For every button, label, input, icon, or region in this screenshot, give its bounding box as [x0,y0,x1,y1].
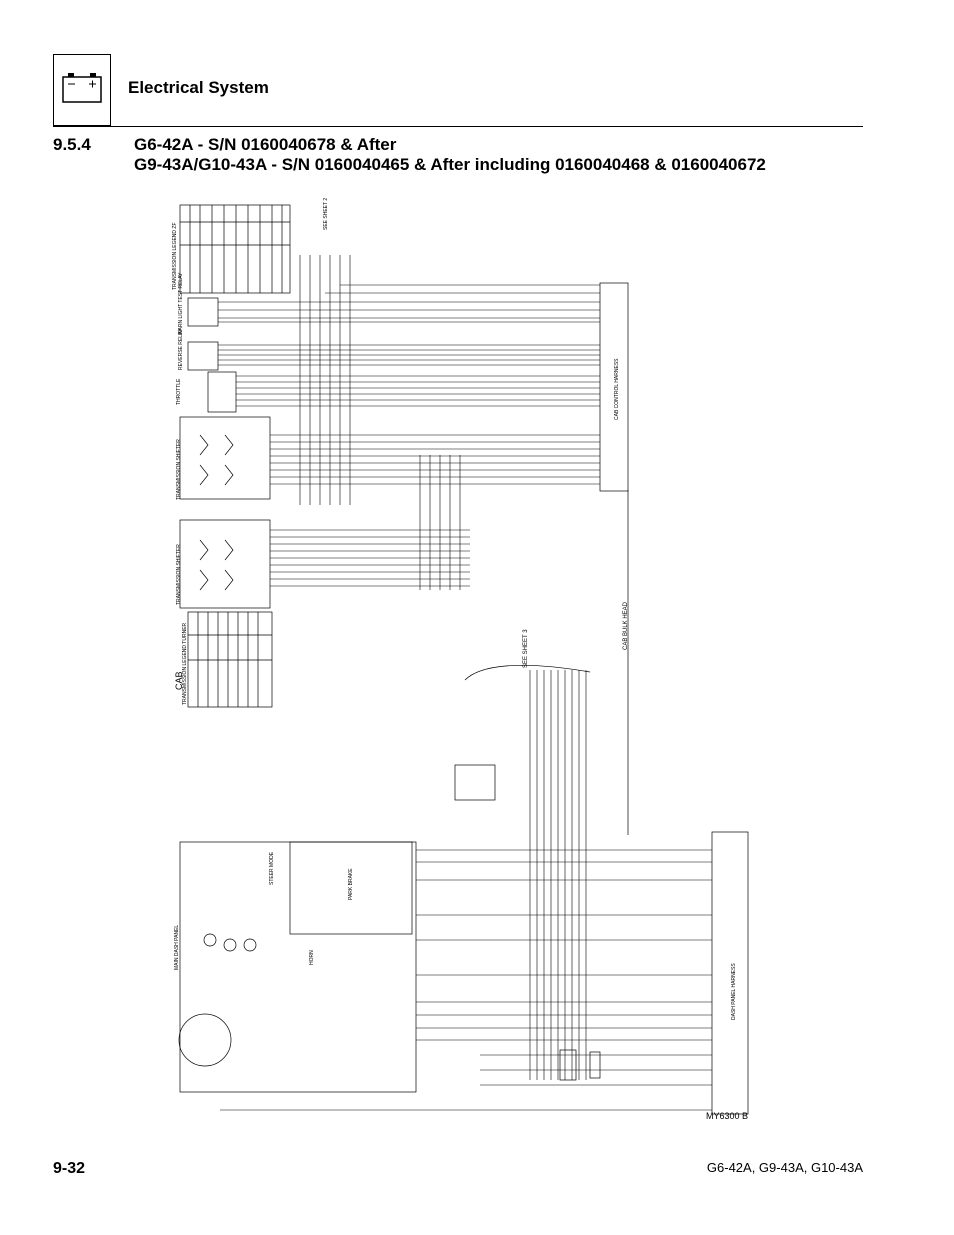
zf-legend-table [179,204,291,294]
heading-line-1: G6-42A - S/N 0160040678 & After [134,135,397,154]
park-brake-label: PARK BRAKE [348,868,354,900]
main-dash-panel-box [179,841,417,1093]
cab-label: CAB [174,671,184,690]
throttle-box [207,371,237,413]
battery-icon-box [53,54,111,126]
warn-light-test-relay-label: WARN LIGHT TEST RELAY [178,272,184,335]
see-sheet-3-label: SEE SHEET 3 [523,629,529,668]
steer-mode-label: STEER MODE [269,851,275,885]
cab-control-harness-label: CAB CONTROL HARNESS [614,358,620,420]
throttle-label: THROTTLE [176,378,182,405]
transmission-shifter-2-label: TRANSMISSION SHIFTER [176,544,182,605]
heading-number: 9.5.4 [53,135,91,154]
reverse-relay-label: REVERSE RELAY [178,328,184,370]
warn-relay-box [187,297,219,327]
reverse-relay-box [187,341,219,371]
see-sheet-2-label: SEE SHEET 2 [323,198,329,230]
transmission-shifter-1-label: TRANSMISSION SHIFTER [176,439,182,500]
turner-legend-table [187,611,273,708]
transmission-legend-turner-label: TRANSMISSION LEGEND TURNER [182,622,188,705]
horn-label: HORN [309,950,315,965]
dash-panel-harness-label: DASH PANEL HARNESS [731,963,737,1020]
cab-control-connector [599,282,629,492]
heading-line-2: G9-43A/G10-43A - S/N 0160040465 & After … [134,155,766,174]
cab-bulk-head-label: CAB BULK HEAD [623,601,629,650]
main-dash-panel-label: MAIN DASH PANEL [174,925,180,970]
shifter-2-box [179,519,271,609]
dash-harness-connector [711,831,749,1115]
section-title: Electrical System [128,78,269,97]
page-number: 9-32 [53,1160,86,1177]
shifter-1-box [179,416,271,500]
header-rule [53,126,863,127]
battery-icon [62,73,102,103]
figure-id: MY6300 B [706,1111,749,1121]
model-list: G6-42A, G9-43A, G10-43A [706,1160,863,1175]
transmission-legend-zf-label: TRANSMISSION LEGEND ZF [172,222,178,290]
